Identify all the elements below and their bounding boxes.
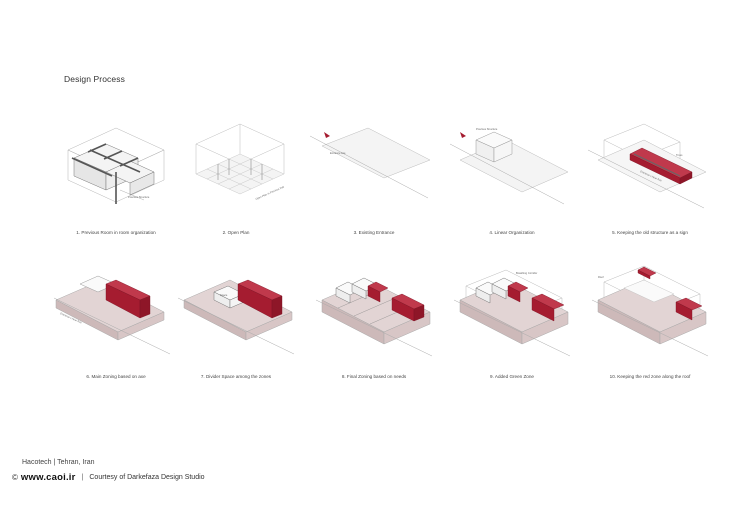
- panel-caption: 3. Existing Entrance: [353, 230, 395, 235]
- diagram-panel-9: Breathing Corridor 9. Added Green Zone: [446, 264, 578, 394]
- diagram-panel-2: Open Plan in Previous Fab 2. Open Plan: [170, 120, 302, 250]
- green-zone-icon: Breathing Corridor: [453, 269, 571, 357]
- panel-caption: 8. Final Zoning based on needs: [341, 374, 407, 379]
- svg-text:Previous Structure: Previous Structure: [128, 195, 150, 199]
- entrance-plane-icon: Entrance Axe: [309, 127, 431, 199]
- panel-caption: 4. Linear Organization: [489, 230, 535, 235]
- linear-block-icon: Previous Structure: [449, 127, 569, 205]
- project-location: Hacotech | Tehran, Iran: [22, 459, 95, 466]
- red-bar-icon: Truss Entrance Linear Axe: [587, 123, 707, 209]
- copyright-symbol: ©: [12, 473, 18, 482]
- credit-separator: |: [81, 474, 84, 481]
- panel-caption: 7. Divider Space among the zones: [200, 374, 272, 379]
- diagram-panel-10: Roof 10. Keeping the red zone along the …: [584, 264, 716, 394]
- svg-text:Breathing Corridor: Breathing Corridor: [516, 271, 537, 275]
- panel-caption: 1. Previous Room in room organization: [76, 230, 156, 235]
- main-zoning-icon: Entrance Linear Axe: [53, 275, 171, 355]
- panel-caption: 5. Keeping the old structure as a sign: [612, 230, 688, 235]
- svg-text:Roof: Roof: [598, 275, 604, 279]
- svg-text:Entrance Axe: Entrance Axe: [330, 151, 346, 155]
- panel-caption: 10. Keeping the red zone along the roof: [609, 374, 691, 379]
- diagram-panel-1: Previous Structure 1. Previous Room in r…: [50, 120, 182, 250]
- diagram-panel-6: Entrance Linear Axe 6. Main Zoning based…: [50, 264, 182, 394]
- page-title: Design Process: [64, 74, 125, 84]
- panel-caption: 9. Added Green Zone: [490, 374, 534, 379]
- diagram-panel-8: 8. Final Zoning based on needs: [308, 264, 440, 394]
- panel-caption: 2. Open Plan: [222, 230, 250, 235]
- diagram-panel-4: Previous Structure 4. Linear Organizatio…: [446, 120, 578, 250]
- credit-text: Courtesy of Darkefaza Design Studio: [89, 474, 205, 481]
- final-zoning-icon: [315, 277, 433, 357]
- diagram-panel-5: Truss Entrance Linear Axe 5. Keeping the…: [584, 120, 716, 250]
- credit-line: © www.caoi.ir | Courtesy of Darkefaza De…: [12, 472, 205, 483]
- svg-text:Truss: Truss: [676, 153, 683, 157]
- roof-zone-icon: Roof: [591, 265, 709, 357]
- diagram-panel-3: Entrance Axe 3. Existing Entrance: [308, 120, 440, 250]
- diagram-panel-7: Space 7. Divider Space among the zones: [170, 264, 302, 394]
- panel-caption: 6. Main Zoning based on axe: [86, 374, 146, 379]
- svg-text:Open Plan in Previous Fab: Open Plan in Previous Fab: [255, 184, 285, 200]
- svg-text:Previous Structure: Previous Structure: [476, 127, 498, 131]
- divider-space-icon: Space: [177, 279, 295, 355]
- open-plan-icon: Open Plan in Previous Fab: [195, 123, 285, 201]
- svg-text:Space: Space: [220, 293, 228, 297]
- grid-rooms-icon: Previous Structure: [67, 127, 165, 204]
- website-link[interactable]: www.caoi.ir: [20, 472, 76, 483]
